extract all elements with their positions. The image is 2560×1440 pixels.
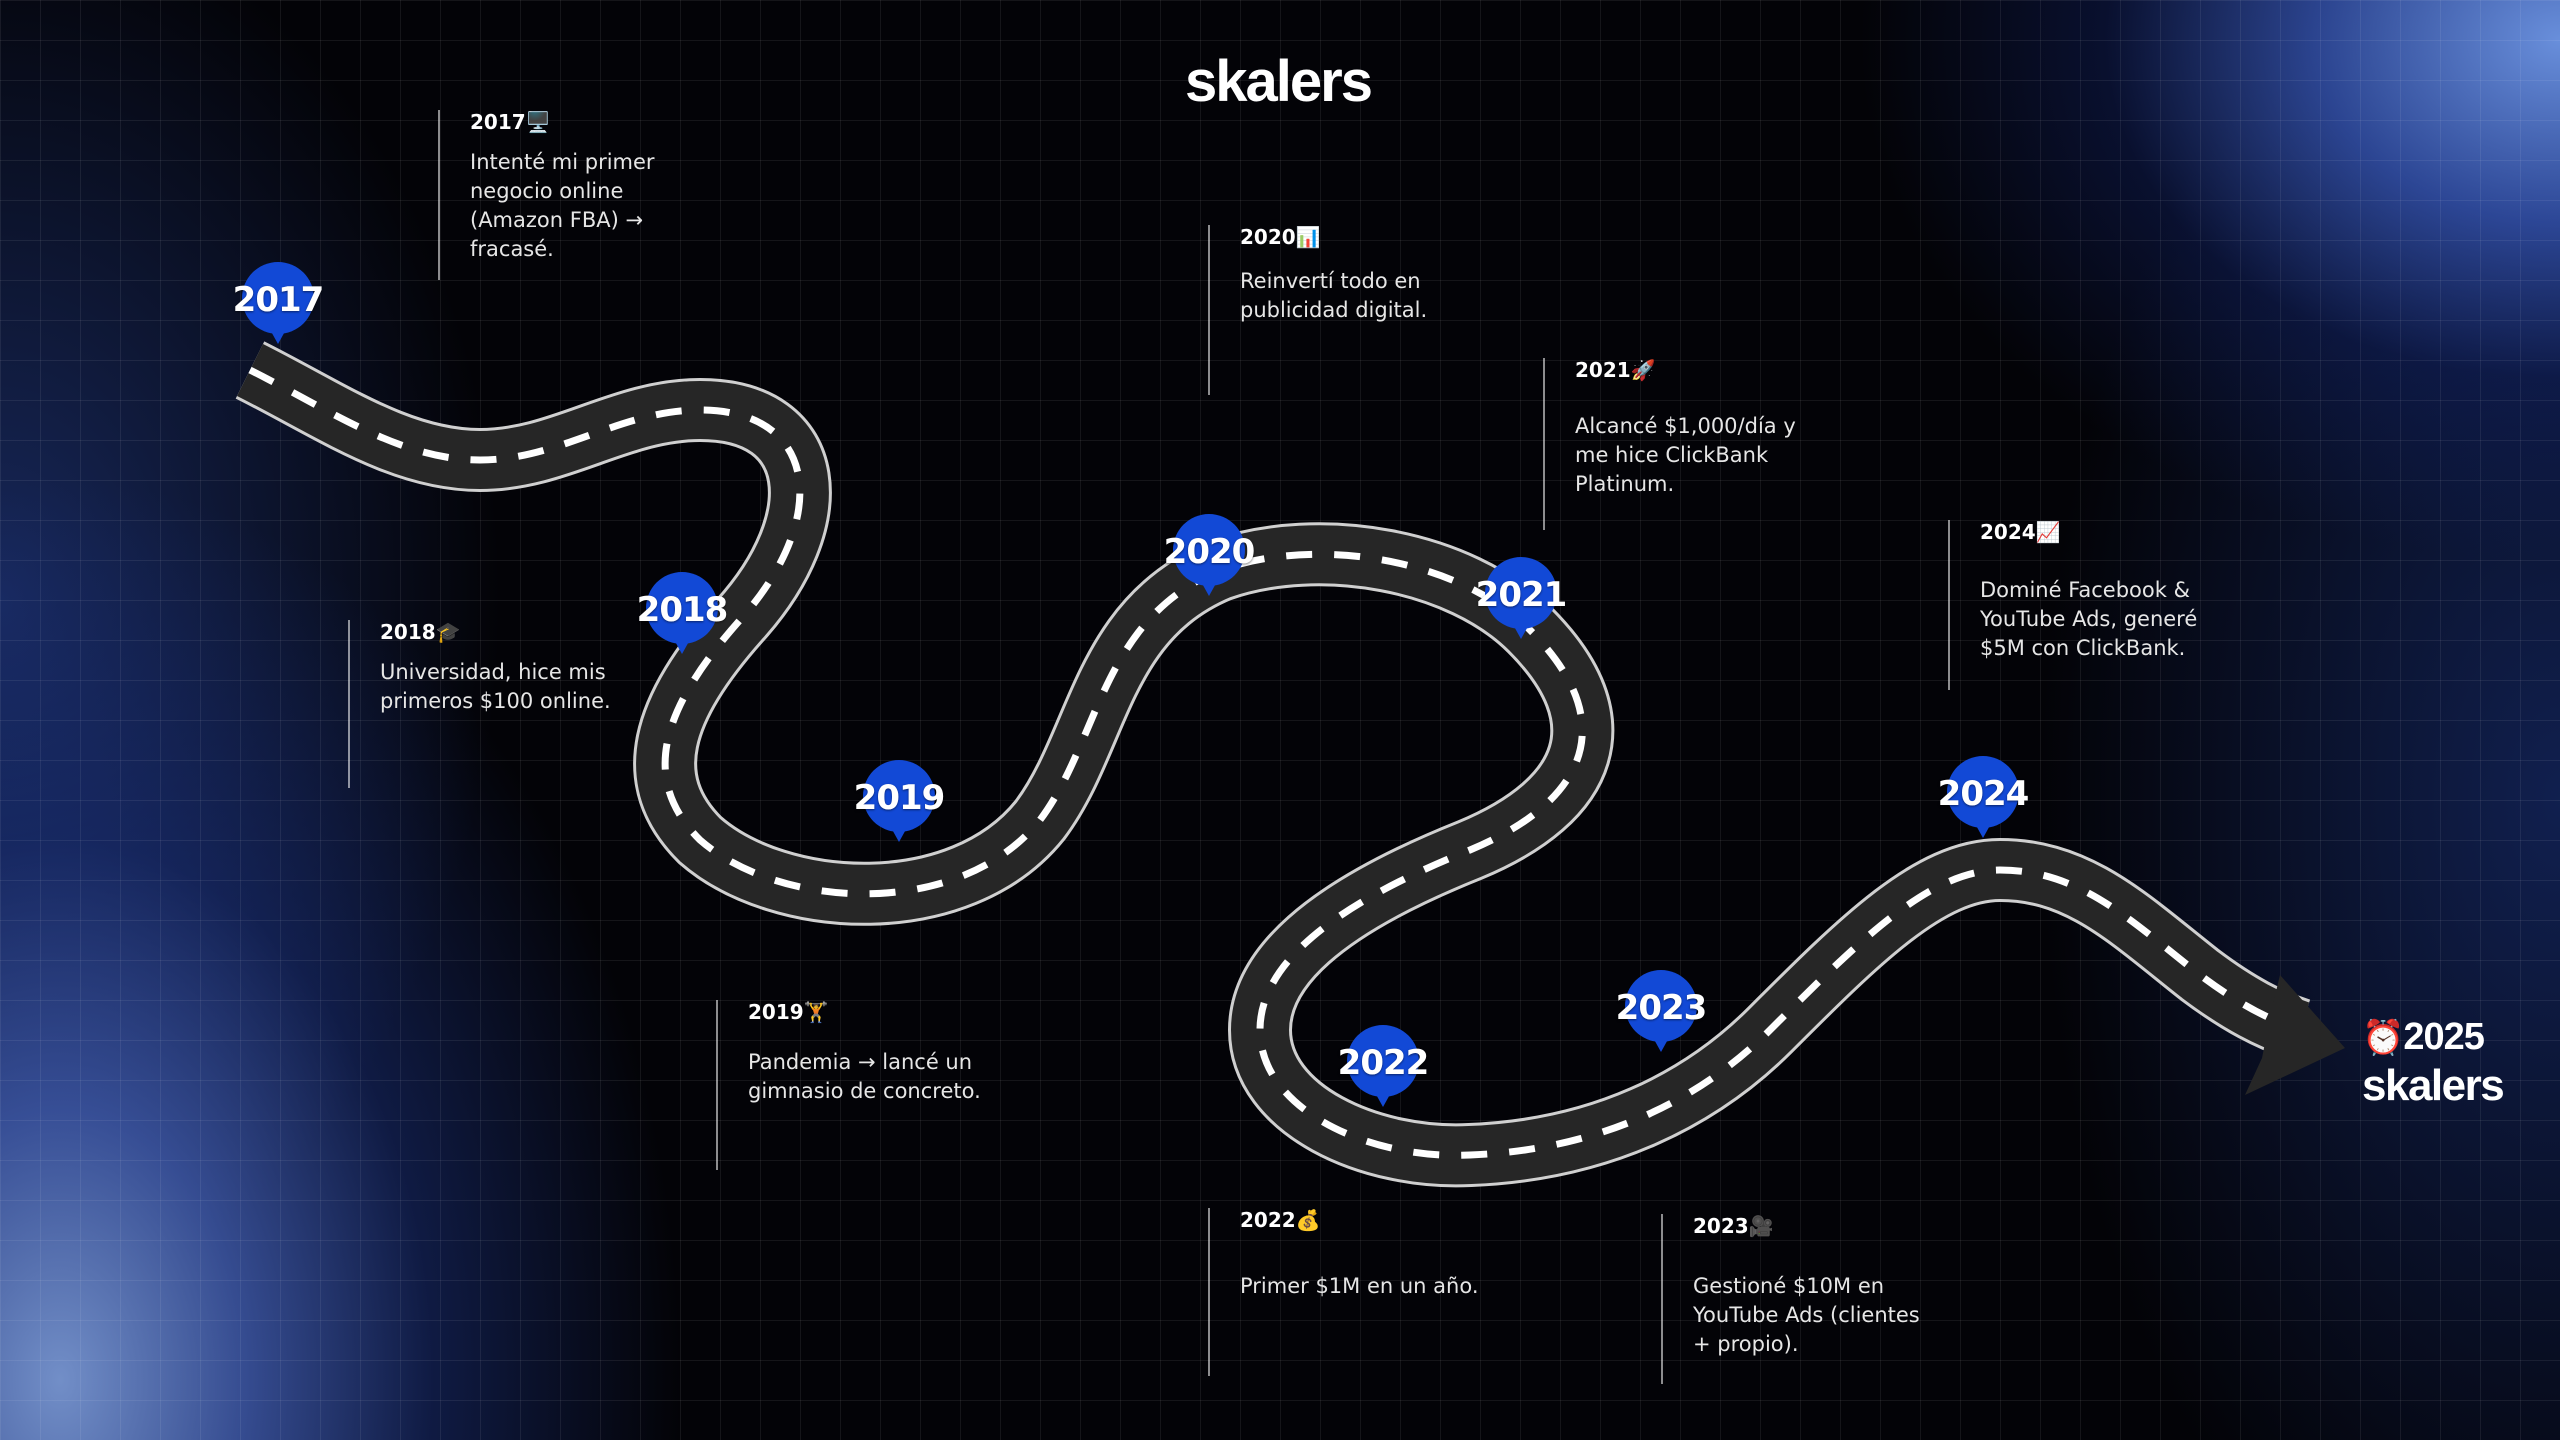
pin-year-label: 2017 xyxy=(232,280,325,320)
pin-tip xyxy=(1373,1089,1393,1107)
pin-circle xyxy=(863,760,935,832)
pin-year-label: 2024 xyxy=(1937,774,2030,814)
pin-year-label: 2018 xyxy=(636,590,729,630)
card-text: Pandemia → lancé un gimnasio de concreto… xyxy=(748,1050,981,1103)
end-year: ⏰2025 xyxy=(2362,1016,2485,1058)
pin-circle xyxy=(1625,970,1697,1042)
bar-chart-icon: 📊 xyxy=(1295,225,1321,249)
card-text: Alcancé $1,000/día y me hice ClickBank P… xyxy=(1575,414,1796,496)
road-arrow-head xyxy=(2245,975,2345,1095)
pin-tip xyxy=(1199,578,1219,596)
milestone-card-2022: 2022💰 Primer $1M en un año. xyxy=(1208,1208,1500,1376)
card-title: 2024📈 xyxy=(1980,520,2061,544)
card-title: 2023🎥 xyxy=(1693,1214,1774,1238)
pin-year-label: 2020 xyxy=(1163,532,1256,572)
pin-2023: 2023 xyxy=(1616,970,1707,1060)
pin-tip xyxy=(1651,1034,1671,1052)
pin-2018: 2018 xyxy=(637,572,728,662)
card-title: 2019🏋️ xyxy=(748,1000,829,1024)
milestone-card-2021: 2021🚀 Alcancé $1,000/día y me hice Click… xyxy=(1543,358,1815,530)
card-title: 2020📊 xyxy=(1240,225,1321,249)
card-title: 2021🚀 xyxy=(1575,358,1656,382)
milestone-card-2023: 2023🎥 Gestioné $10M en YouTube Ads (clie… xyxy=(1661,1214,1943,1384)
pin-tip xyxy=(889,824,909,842)
pin-year-label: 2019 xyxy=(853,778,946,818)
end-logo: skalers xyxy=(2362,1061,2505,1110)
card-text: Dominé Facebook & YouTube Ads, generé $5… xyxy=(1980,578,2198,660)
pin-circle xyxy=(1173,514,1245,586)
pin-2019: 2019 xyxy=(854,760,945,850)
pin-year-label: 2023 xyxy=(1615,988,1708,1028)
timeline-end: ⏰2025 skalers xyxy=(2362,1016,2505,1111)
card-text: Universidad, hice mis primeros $100 onli… xyxy=(380,660,611,713)
card-text: Reinvertí todo en publicidad digital. xyxy=(1240,269,1428,322)
graduation-cap-icon: 🎓 xyxy=(435,620,461,644)
pin-circle xyxy=(242,262,314,334)
pin-2020: 2020 xyxy=(1164,514,1255,604)
pin-year-label: 2022 xyxy=(1337,1043,1430,1083)
pin-year-label: 2021 xyxy=(1475,575,1568,615)
milestone-card-2020: 2020📊 Reinvertí todo en publicidad digit… xyxy=(1208,225,1480,395)
card-text: Primer $1M en un año. xyxy=(1240,1274,1479,1298)
pin-2022: 2022 xyxy=(1338,1025,1429,1115)
pin-circle xyxy=(1485,557,1557,629)
pin-circle xyxy=(646,572,718,644)
milestone-card-2017: 2017🖥️ Intenté mi primer negocio online … xyxy=(438,110,680,280)
chart-increasing-icon: 📈 xyxy=(2035,520,2061,544)
card-title: 2022💰 xyxy=(1240,1208,1321,1232)
card-text: Intenté mi primer negocio online (Amazon… xyxy=(470,150,655,261)
pin-tip xyxy=(1511,621,1531,639)
card-title: 2018🎓 xyxy=(380,620,461,644)
pin-2021: 2021 xyxy=(1476,557,1567,647)
brand-logo: skalers xyxy=(1185,49,1373,114)
pin-tip xyxy=(672,636,692,654)
card-text: Gestioné $10M en YouTube Ads (clientes +… xyxy=(1693,1274,1920,1356)
card-title: 2017🖥️ xyxy=(470,110,551,134)
milestone-card-2018: 2018🎓 Universidad, hice mis primeros $10… xyxy=(348,620,640,788)
milestone-card-2019: 2019🏋️ Pandemia → lancé un gimnasio de c… xyxy=(716,1000,1018,1170)
rocket-icon: 🚀 xyxy=(1630,358,1656,382)
pin-circle xyxy=(1947,756,2019,828)
video-camera-icon: 🎥 xyxy=(1748,1214,1774,1238)
pin-2017: 2017 xyxy=(233,262,324,352)
weightlifter-icon: 🏋️ xyxy=(803,1000,829,1024)
milestone-card-2024: 2024📈 Dominé Facebook & YouTube Ads, gen… xyxy=(1948,520,2230,690)
money-bag-icon: 💰 xyxy=(1295,1208,1321,1232)
pin-circle xyxy=(1347,1025,1419,1097)
alarm-clock-icon: ⏰ xyxy=(2362,1019,2404,1057)
pin-tip xyxy=(1973,820,1993,838)
pin-2024: 2024 xyxy=(1938,756,2029,846)
computer-icon: 🖥️ xyxy=(525,110,551,134)
pin-tip xyxy=(268,326,288,344)
